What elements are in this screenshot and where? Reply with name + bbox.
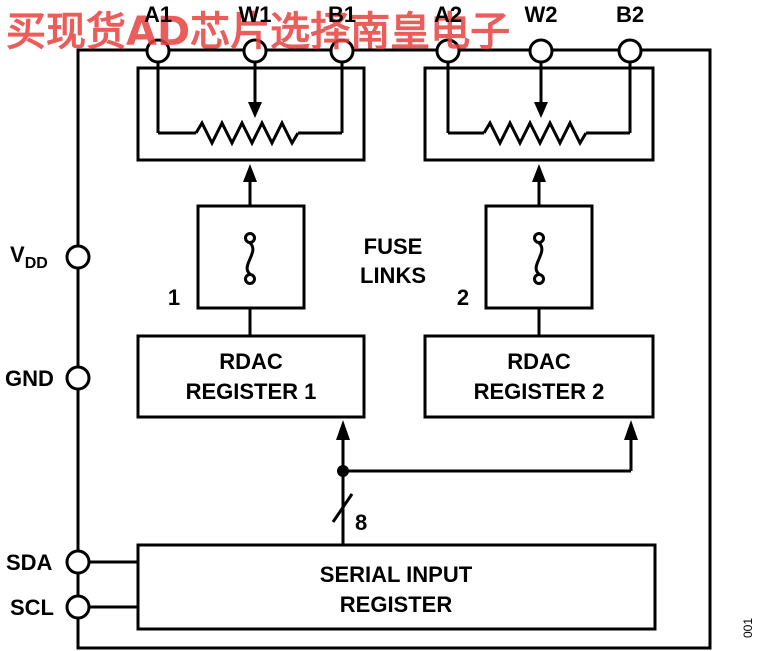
pot1-wiring — [156, 62, 344, 147]
serial-input-register — [136, 543, 657, 631]
bus-width-slash — [331, 493, 354, 523]
pin-scl[interactable] — [65, 594, 91, 620]
pin-w1[interactable] — [242, 38, 268, 64]
chip-outline — [76, 48, 712, 650]
pin-label-vdd-main: V — [10, 242, 25, 267]
serial-label-line2: REGISTER — [340, 592, 453, 617]
fuse-1-icon — [244, 232, 256, 285]
fuse-links-label-line2: LINKS — [360, 263, 426, 288]
fuse-links-label-line1: FUSE — [364, 234, 423, 259]
pin-a2[interactable] — [435, 38, 461, 64]
pin-vdd[interactable] — [65, 244, 91, 270]
rdac2-label-line2: REGISTER 2 — [474, 379, 605, 404]
fuse2-to-pot2-arrow — [532, 164, 546, 206]
pin-b1[interactable] — [329, 38, 355, 64]
pin-label-b2: B2 — [616, 2, 644, 27]
pot1-box — [136, 66, 366, 162]
pot2-wiring — [446, 62, 632, 147]
serial-label-line1: SERIAL INPUT — [320, 562, 473, 587]
pin-label-vdd: VDD — [10, 242, 48, 272]
wiper1-arrow — [248, 102, 262, 118]
pin-label-a1: A1 — [144, 2, 172, 27]
rdac2-label-line1: RDAC — [507, 349, 571, 374]
rdac-register-1 — [136, 334, 366, 419]
pin-a1[interactable] — [145, 38, 171, 64]
pin-b2[interactable] — [617, 38, 643, 64]
bus-width-label: 8 — [355, 510, 367, 535]
pin-label-w1: W1 — [239, 2, 272, 27]
pin-label-a2: A2 — [434, 2, 462, 27]
rdac1-label-line2: REGISTER 1 — [186, 379, 317, 404]
bus-junction — [337, 465, 349, 477]
pin-label-sda: SDA — [6, 550, 53, 575]
pin-sda[interactable] — [65, 549, 91, 575]
pin-gnd[interactable] — [65, 365, 91, 391]
pin-label-vdd-sub: DD — [25, 255, 48, 272]
pin-label-b1: B1 — [328, 2, 356, 27]
fuse-2-icon — [533, 232, 545, 285]
bus-arrow-rdac2 — [624, 420, 638, 440]
fuse-number-2: 2 — [457, 285, 469, 310]
rdac1-label-line1: RDAC — [219, 349, 283, 374]
fuse1-to-pot1-arrow — [243, 164, 257, 206]
bus-arrow-rdac1 — [336, 420, 350, 440]
wiper2-arrow — [534, 102, 548, 118]
pot2-box — [423, 66, 655, 162]
pin-label-scl: SCL — [10, 595, 54, 620]
fuse-number-1: 1 — [168, 285, 180, 310]
pin-label-w2: W2 — [525, 2, 558, 27]
data-bus — [331, 420, 638, 545]
figure-code: 001 — [741, 618, 755, 638]
pin-w2[interactable] — [528, 38, 554, 64]
rdac-register-2 — [423, 334, 655, 419]
watermark-banner: 买现货AD芯片选择南皇电子 — [6, 9, 510, 55]
pin-label-gnd: GND — [5, 366, 54, 391]
